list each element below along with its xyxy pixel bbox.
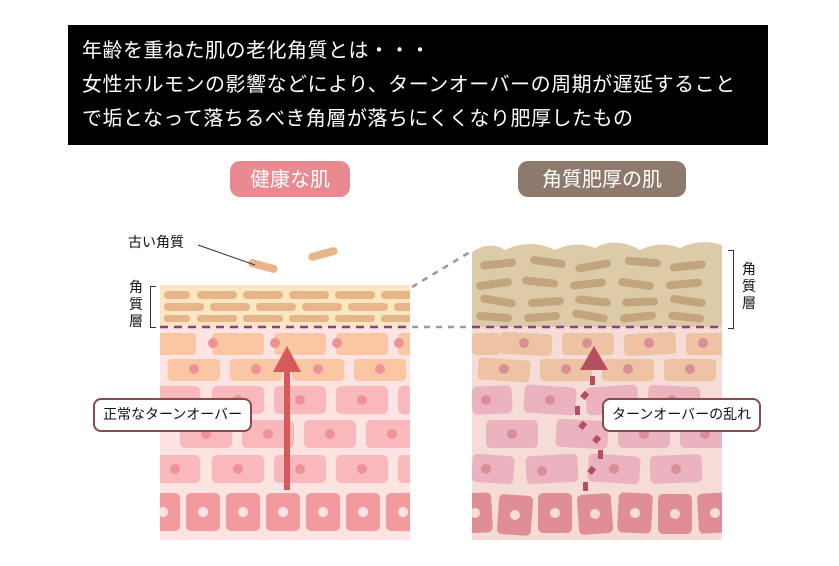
header-line-3: で垢となって落ちるべき角層が落ちにくくなり肥厚したもの — [82, 106, 634, 130]
header-line-2: 女性ホルモンの影響などにより、ターンオーバーの周期が遅延すること — [82, 72, 736, 96]
normal-turnover-callout: 正常なターンオーバー — [93, 398, 253, 432]
old-keratin-label: 古い角質 — [128, 235, 184, 251]
stratum-corneum-label-right: 角 質 層 — [742, 262, 756, 312]
thickened-skin-title: 角質肥厚の肌 — [518, 161, 686, 197]
normal-turnover-arrow — [284, 370, 290, 490]
description-header: 年齢を重ねた肌の老化角質とは・・・ 女性ホルモンの影響などにより、ターンオーバー… — [68, 25, 768, 145]
stratum-corneum-label-left: 角 質 層 — [129, 280, 143, 330]
header-line-1: 年齢を重ねた肌の老化角質とは・・・ — [82, 38, 431, 62]
disrupted-turnover-callout: ターンオーバーの乱れ — [602, 398, 762, 432]
old-keratin-flake — [308, 247, 338, 261]
stratum-bracket-right — [728, 250, 734, 329]
thickened-skin-cross-section — [472, 242, 722, 540]
old-keratin-flake — [248, 259, 278, 273]
old-keratin-pointer — [197, 244, 256, 266]
healthy-skin-title: 健康な肌 — [230, 161, 350, 197]
stratum-bracket-left — [150, 286, 156, 328]
arrow-head — [273, 346, 301, 372]
disrupted-turnover-arrow — [575, 346, 608, 491]
